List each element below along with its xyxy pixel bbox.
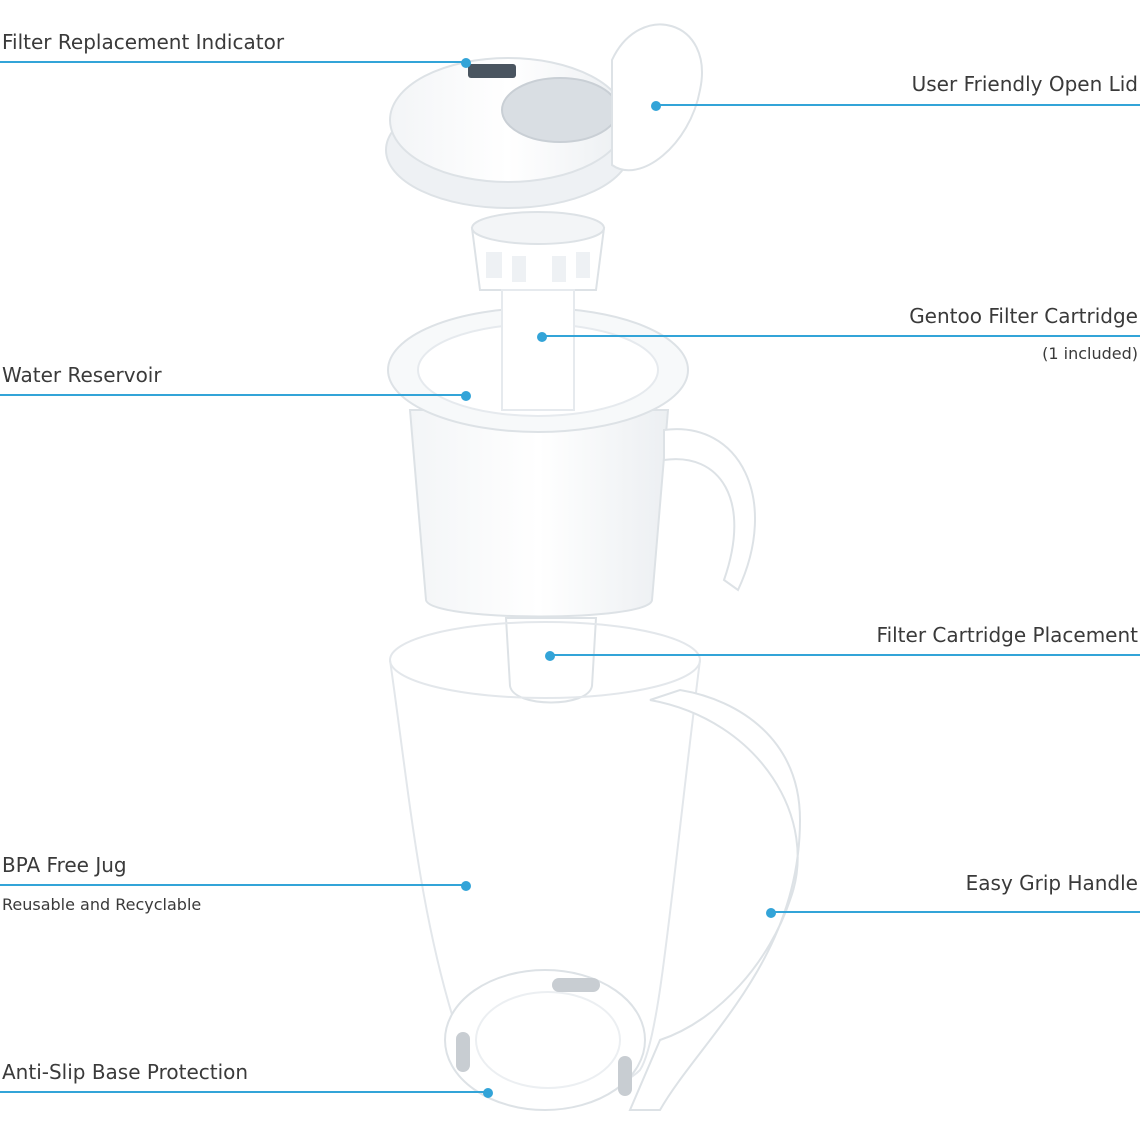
callout-line	[0, 884, 466, 886]
reservoir	[387, 289, 756, 618]
filter-cartridge	[470, 211, 606, 291]
callout-dot	[537, 332, 547, 342]
callout-line	[771, 911, 1140, 913]
callout-line	[542, 335, 1140, 337]
label-user-friendly-open-lid: User Friendly Open Lid	[911, 72, 1138, 96]
callout-dot	[545, 651, 555, 661]
label-easy-grip-handle: Easy Grip Handle	[965, 871, 1138, 895]
callout-dot	[766, 908, 776, 918]
label-water-reservoir: Water Reservoir	[2, 363, 162, 387]
callout-line	[550, 654, 1140, 656]
callout-dot	[483, 1088, 493, 1098]
non-slip-pad	[456, 1032, 470, 1072]
label-anti-slip-base-protection: Anti-Slip Base Protection	[2, 1060, 249, 1084]
callout-line	[0, 1091, 488, 1093]
label-filter-cartridge-placement: Filter Cartridge Placement	[876, 623, 1138, 647]
non-slip-pad	[618, 1056, 632, 1096]
label-gentoo-filter-cartridge: Gentoo Filter Cartridge	[909, 304, 1138, 328]
callout-dot	[461, 391, 471, 401]
callout-dot	[651, 101, 661, 111]
callout-line	[0, 61, 466, 63]
jug	[389, 621, 802, 1111]
sublabel-cartridge-included: (1 included)	[1042, 344, 1138, 363]
lid	[385, 23, 703, 209]
label-bpa-free-jug: BPA Free Jug	[2, 853, 127, 877]
callout-dot	[461, 881, 471, 891]
label-filter-replacement-indicator: Filter Replacement Indicator	[2, 30, 285, 54]
sublabel-reusable-recyclable: Reusable and Recyclable	[2, 895, 202, 914]
callout-line	[656, 104, 1140, 106]
non-slip-pad	[552, 978, 600, 992]
callout-line	[0, 394, 466, 396]
callout-dot	[461, 58, 471, 68]
indicator-display-icon	[468, 64, 516, 78]
